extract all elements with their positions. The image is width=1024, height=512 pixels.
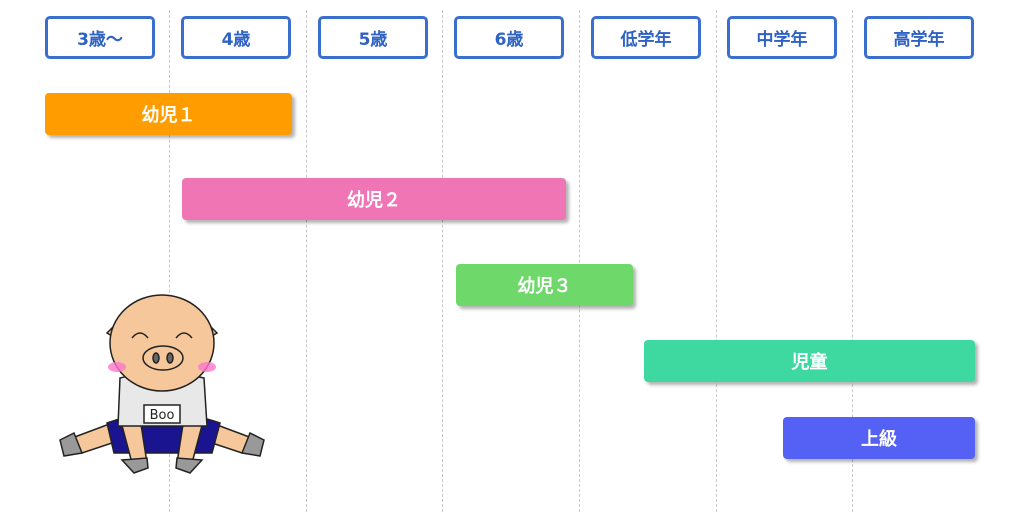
column-header-3: 3歳〜 — [45, 16, 155, 59]
grid-line — [716, 10, 717, 512]
bar-infant-2: 幼児２ — [182, 178, 566, 220]
shirt-text: Boo — [150, 408, 175, 423]
column-header-upper-grade: 高学年 — [864, 16, 974, 59]
column-header-6: 6歳 — [454, 16, 564, 59]
bar-infant-3: 幼児３ — [456, 264, 633, 306]
bar-child: 児童 — [644, 340, 975, 382]
pig-illustration: Boo — [59, 294, 265, 474]
column-header-middle-grade: 中学年 — [727, 16, 837, 59]
column-header-5: 5歳 — [318, 16, 428, 59]
grid-line — [852, 10, 853, 512]
grid-line — [306, 10, 307, 512]
grid-line — [579, 10, 580, 512]
grid-line — [442, 10, 443, 512]
column-header-4: 4歳 — [181, 16, 291, 59]
column-header-lower-grade: 低学年 — [591, 16, 701, 59]
bar-infant-1: 幼児１ — [45, 93, 292, 135]
grid-line — [169, 10, 170, 512]
bar-advanced: 上級 — [783, 417, 975, 459]
